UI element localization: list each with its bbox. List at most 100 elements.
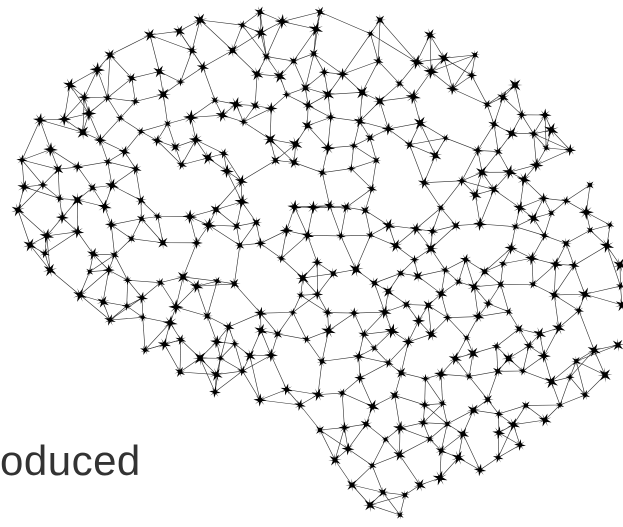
network-node (173, 266, 194, 287)
network-node (296, 79, 315, 97)
network-node (285, 53, 302, 69)
network-edge (384, 304, 407, 313)
network-edge (266, 56, 281, 77)
network-edge (399, 494, 406, 516)
network-node (84, 180, 101, 196)
network-edge (395, 228, 417, 246)
network-node (348, 307, 361, 320)
network-edge (576, 344, 619, 362)
network-node (278, 381, 295, 398)
network-edge (344, 427, 349, 449)
network-edge (99, 117, 121, 141)
network-edge (234, 283, 261, 314)
network-node (83, 265, 97, 279)
network-node (123, 70, 140, 87)
network-edge (523, 179, 544, 199)
network-node (57, 112, 72, 127)
network-edge (394, 395, 425, 406)
network-edge (195, 139, 224, 154)
network-edge (57, 169, 60, 199)
network-edge (215, 201, 242, 210)
network-node (292, 267, 314, 289)
network-node (351, 81, 373, 104)
network-edge (544, 114, 547, 149)
network-edge (400, 272, 418, 277)
network-edge (190, 114, 223, 118)
network-edge (107, 54, 111, 98)
network-edge (269, 139, 276, 161)
network-edge (429, 34, 432, 72)
network-edge (275, 160, 295, 163)
network-node (183, 42, 201, 59)
network-edge (447, 316, 479, 319)
network-edge (342, 33, 371, 75)
network-edge (69, 84, 85, 98)
network-edge (92, 185, 113, 189)
network-edge (354, 311, 385, 314)
network-edge (533, 133, 537, 165)
network-edge (344, 423, 367, 428)
network-node (274, 13, 291, 30)
network-edge (207, 281, 218, 317)
network-edge (281, 235, 308, 259)
network-node (504, 415, 523, 434)
network-edge (430, 225, 457, 249)
network-edge (190, 117, 197, 140)
network-node (187, 131, 205, 149)
network-edge (215, 180, 242, 210)
network-edge (553, 264, 557, 295)
network-edge (468, 376, 488, 400)
network-node (39, 259, 61, 281)
network-node (451, 274, 466, 289)
network-edge (462, 433, 481, 471)
network-edge (363, 330, 393, 335)
network-node (386, 236, 406, 256)
network-edge (369, 504, 401, 516)
network-edge (17, 184, 44, 211)
network-edge (461, 172, 483, 182)
network-node (538, 108, 552, 122)
network-edge (62, 217, 78, 233)
network-node (195, 59, 211, 75)
network-node (559, 194, 573, 208)
network-edge (477, 124, 495, 151)
network-edge (266, 56, 294, 62)
network-node (60, 75, 80, 95)
network-edge (408, 320, 419, 343)
network-edge (259, 11, 261, 33)
network-node (502, 305, 516, 319)
network-edge (275, 143, 296, 161)
network-edge (260, 32, 267, 57)
network-edge (242, 354, 272, 372)
network-edge (399, 454, 421, 486)
network-node (102, 176, 122, 195)
network-edge (167, 123, 176, 148)
network-edge (385, 427, 401, 440)
network-edge (107, 77, 132, 99)
network-edge (353, 145, 377, 161)
network-edge (307, 125, 329, 149)
network-node (544, 206, 558, 220)
network-edge (565, 184, 591, 202)
network-edge (589, 230, 608, 247)
network-edge (328, 312, 355, 332)
network-edge (293, 28, 317, 62)
network-node (15, 153, 29, 167)
network-node (357, 202, 374, 219)
network-edge (382, 492, 406, 496)
network-edge (461, 180, 476, 196)
network-edge (461, 180, 494, 190)
network-edge (487, 371, 499, 400)
network-edge (21, 159, 25, 187)
network-edge (141, 282, 161, 299)
network-node (479, 97, 495, 112)
network-edge (181, 139, 197, 165)
network-node (447, 217, 465, 235)
network-edge (214, 370, 243, 393)
network-edge (50, 149, 59, 170)
network-edge (378, 19, 381, 62)
network-node (609, 254, 623, 276)
network-edge (399, 438, 430, 456)
network-edge (126, 305, 143, 318)
network-edge (242, 11, 261, 26)
